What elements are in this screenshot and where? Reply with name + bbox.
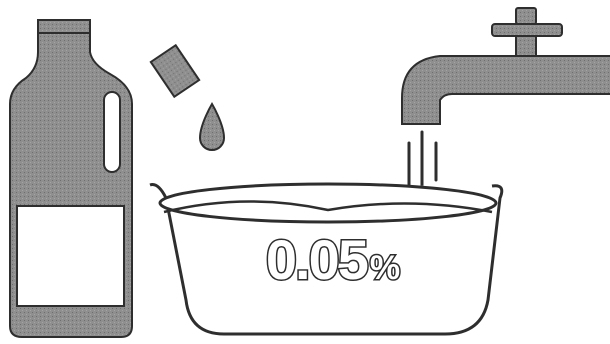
cap-icon	[151, 45, 199, 97]
concentration-unit: %	[370, 251, 400, 285]
water-drop-icon	[200, 104, 224, 150]
bleach-bottle-icon	[10, 20, 132, 337]
concentration-label: 0.05%	[238, 232, 428, 302]
concentration-value: 0.05	[266, 232, 367, 288]
water-faucet-icon	[402, 8, 610, 124]
